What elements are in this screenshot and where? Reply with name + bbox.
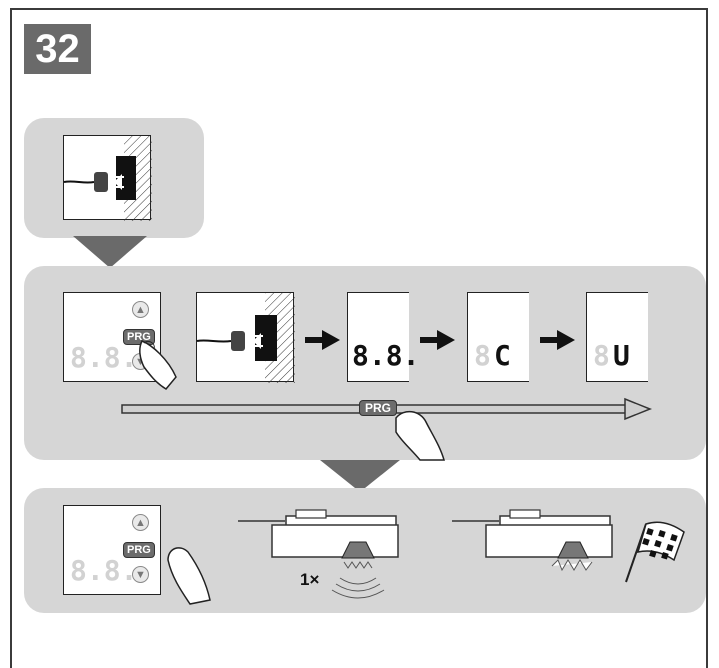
plug-socket-icon (196, 293, 295, 383)
display-value: U (613, 339, 630, 372)
plug-socket-card (63, 135, 152, 221)
finger-pressing-icon (139, 340, 177, 390)
arrow-right-icon (420, 330, 455, 350)
arrow-right-icon (540, 330, 575, 350)
down-arrow-connector-1 (73, 236, 400, 492)
display-value: 8.8. (352, 339, 420, 372)
press-count-label: 1× (300, 570, 320, 589)
plug-socket-card-2 (196, 292, 295, 383)
down-arrow-icon[interactable]: ▼ (132, 566, 149, 583)
control-display-card: 8.8. ▲ PRG ▼ (63, 292, 177, 390)
control-display-card-2: 8.8. ▲ PRG ▼ (63, 505, 161, 595)
display-screen-3: 8 U (586, 292, 648, 382)
display-value: C (494, 339, 511, 372)
segment-display-ghost: 8.8. (70, 554, 138, 587)
finger-icon (167, 547, 211, 605)
segment-display-ghost: 8.8. (70, 341, 138, 374)
opener-light-unit-1 (238, 509, 399, 599)
opener-light-unit-2 (452, 509, 613, 572)
finish-flag-icon (625, 521, 685, 583)
up-arrow-icon[interactable]: ▲ (132, 301, 149, 318)
step-number-badge: 32 (24, 24, 91, 74)
up-arrow-icon[interactable]: ▲ (132, 514, 149, 531)
display-ghost: 8 (474, 339, 491, 372)
prg-button[interactable]: PRG (123, 542, 155, 558)
prg-button-hold[interactable]: PRG (359, 400, 398, 416)
display-screen-1: 8.8. (347, 292, 419, 382)
arrow-right-icon (305, 330, 340, 350)
finger-hold-icon (395, 410, 445, 461)
plug-socket-icon (63, 136, 152, 221)
figure-frame (10, 8, 708, 668)
display-ghost: 8 (593, 339, 610, 372)
display-screen-2: 8 C (467, 292, 529, 382)
